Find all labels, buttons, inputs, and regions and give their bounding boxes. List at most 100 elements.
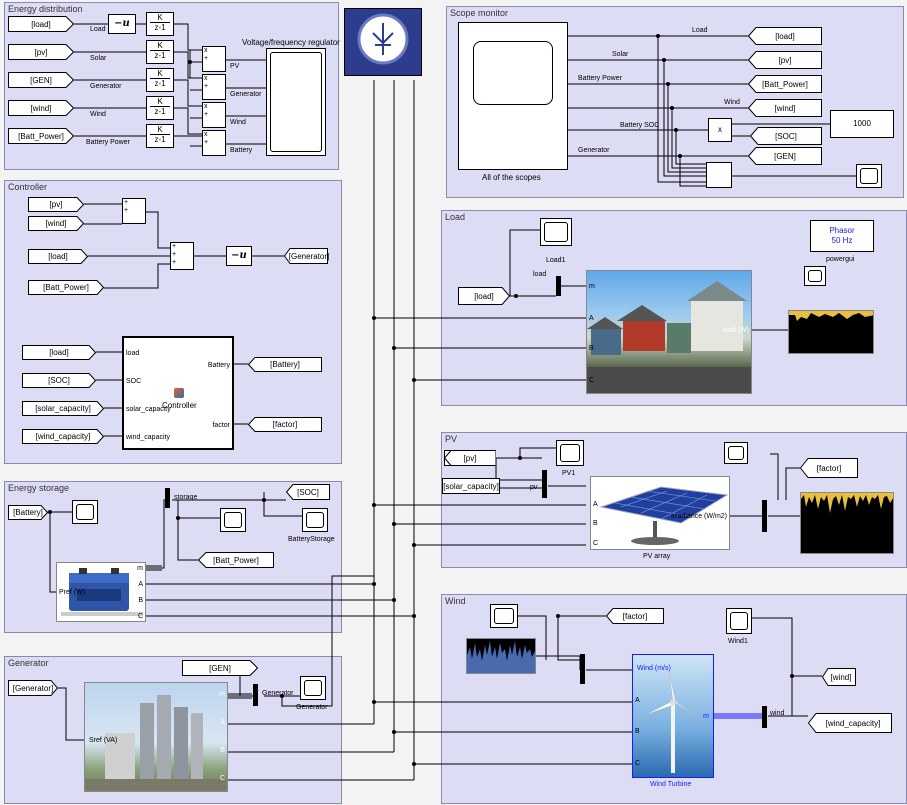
power-plant-icon [85, 695, 227, 791]
port-label: m [219, 691, 225, 698]
area-title: Controller [8, 182, 48, 192]
from-tag-batt-power[interactable]: [Batt_Power] [28, 280, 104, 295]
bus-selector[interactable] [556, 276, 561, 296]
goto-tag-battery[interactable]: [Battery] [248, 357, 322, 372]
houses-icon [587, 281, 751, 393]
pv1-scope[interactable] [556, 440, 584, 466]
irradiance-scope[interactable] [724, 442, 748, 464]
goto-tag-gen[interactable]: [GEN] [182, 660, 258, 676]
from-tag-wind[interactable]: [wind] [28, 216, 84, 231]
battery-block[interactable]: m Pref (W) A B C [56, 562, 146, 622]
from-tag-pv[interactable]: [pv] [8, 44, 74, 60]
generator-scope[interactable] [300, 676, 326, 700]
sum-block[interactable]: +++ [170, 242, 194, 270]
from-tag-gen[interactable]: [GEN] [8, 72, 74, 88]
load-scope[interactable] [804, 266, 826, 286]
port-label: Irradiance (W/m2) [670, 513, 727, 520]
generator-block[interactable]: m Sref (VA) A B C [84, 682, 228, 792]
from-tag-wind-capacity[interactable]: [wind_capacity] [22, 429, 104, 444]
from-tag-wind[interactable]: [wind] [8, 100, 74, 116]
from-tag-load[interactable]: [load] [8, 16, 74, 32]
signal-label: Battery SOC [620, 122, 660, 129]
pv-array-block[interactable]: A B C Irradiance (W/m2) [590, 476, 730, 550]
signal-label: Solar [90, 55, 107, 62]
port-label: m [137, 565, 143, 572]
bus-selector[interactable] [253, 684, 258, 706]
from-tag-battery[interactable]: [Battery] [8, 505, 48, 520]
wind-profile-block[interactable] [466, 638, 536, 674]
block-name: PV array [643, 553, 671, 560]
signal-label: Battery Power [86, 139, 130, 146]
mux-scope[interactable] [856, 164, 882, 188]
controller-block[interactable]: load SOC solar_capacity wind_capacity Ba… [122, 336, 234, 450]
scope-screen [473, 41, 553, 105]
goto-tag-factor[interactable]: [factor] [248, 417, 322, 432]
unary-minus-block[interactable]: −u [108, 14, 136, 34]
product-block[interactable]: x+ [202, 130, 226, 156]
product-block[interactable]: x [708, 118, 732, 142]
goto-tag-load[interactable]: [load] [458, 287, 510, 305]
goto-tag-solar-capacity[interactable]: [solar_capacity] [442, 478, 500, 494]
product-bar[interactable] [580, 654, 585, 684]
storage-scope[interactable] [220, 508, 246, 532]
load1-scope[interactable] [540, 218, 572, 246]
from-tag-load[interactable]: [load] [22, 345, 96, 360]
from-tag-pv[interactable]: [pv] [28, 197, 84, 212]
battery-storage-scope[interactable] [302, 508, 328, 532]
irradiance-profile-block[interactable] [800, 492, 894, 554]
load-block[interactable]: m A B C load (W) [586, 270, 752, 394]
from-tag-factor[interactable]: [factor] [800, 458, 858, 478]
port-label: C [635, 760, 641, 767]
all-scopes-display[interactable] [458, 22, 568, 170]
waveform-icon [801, 493, 893, 513]
signal-label: Solar [612, 51, 629, 58]
goto-tag-wind[interactable]: [wind] [822, 668, 856, 686]
voltage-frequency-regulator-scope[interactable] [266, 48, 326, 156]
from-tag-soc[interactable]: [SOC] [750, 127, 822, 145]
sum-block[interactable]: ++ [122, 198, 146, 224]
product-block[interactable]: x+ [202, 46, 226, 72]
port-label: Sref (VA) [89, 737, 118, 744]
from-tag-load[interactable]: [load] [28, 249, 88, 264]
wind1-scope[interactable] [726, 608, 752, 634]
wind-turbine-block[interactable]: Wind (m/s) m A B C [632, 654, 714, 778]
goto-tag-pv[interactable]: [pv] [444, 450, 496, 466]
product-block[interactable]: x+ [202, 102, 226, 128]
area-title: Load [445, 212, 466, 222]
from-tag-pv[interactable]: [pv] [748, 51, 822, 69]
bus-selector[interactable] [542, 470, 547, 498]
product-bar[interactable] [762, 500, 767, 532]
load-profile-block[interactable] [788, 310, 874, 354]
port-label: load (W) [722, 327, 749, 334]
three-phase-source-icon[interactable] [344, 8, 422, 76]
controller-name: Controller [162, 401, 197, 410]
bus-selector[interactable] [762, 706, 767, 728]
from-tag-solar-capacity[interactable]: [solar_capacity] [22, 401, 104, 416]
goto-tag-batt-power[interactable]: [Batt_Power] [198, 552, 274, 568]
wind-speed-scope[interactable] [490, 604, 518, 628]
from-tag-generator[interactable]: [Generator] [8, 680, 58, 696]
unary-minus-block[interactable]: −u [226, 246, 252, 266]
battery-cmd-scope[interactable] [72, 500, 98, 524]
mux-block[interactable] [706, 162, 732, 188]
from-tag-factor[interactable]: [factor] [606, 608, 664, 624]
product-block[interactable]: x+ [202, 74, 226, 100]
port-label: A [635, 697, 640, 704]
constant-block[interactable]: 1000 [830, 110, 894, 138]
from-tag-soc[interactable]: [SOC] [22, 373, 96, 388]
goto-tag-generator[interactable]: [Generator] [284, 248, 329, 264]
from-tag-batt-power[interactable]: [Batt_Power] [8, 128, 74, 144]
from-tag-load[interactable]: [load] [748, 27, 822, 45]
from-tag-batt-power[interactable]: [Batt_Power] [748, 75, 822, 93]
bus-selector[interactable] [165, 488, 170, 508]
powergui-block[interactable]: Phasor 50 Hz [810, 220, 874, 252]
from-tag-wind[interactable]: [wind] [748, 99, 822, 117]
goto-tag-wind-capacity[interactable]: [wind_capacity] [808, 713, 892, 733]
from-tag-gen[interactable]: [GEN] [748, 147, 822, 165]
goto-tag-soc[interactable]: [SOC] [286, 484, 330, 500]
